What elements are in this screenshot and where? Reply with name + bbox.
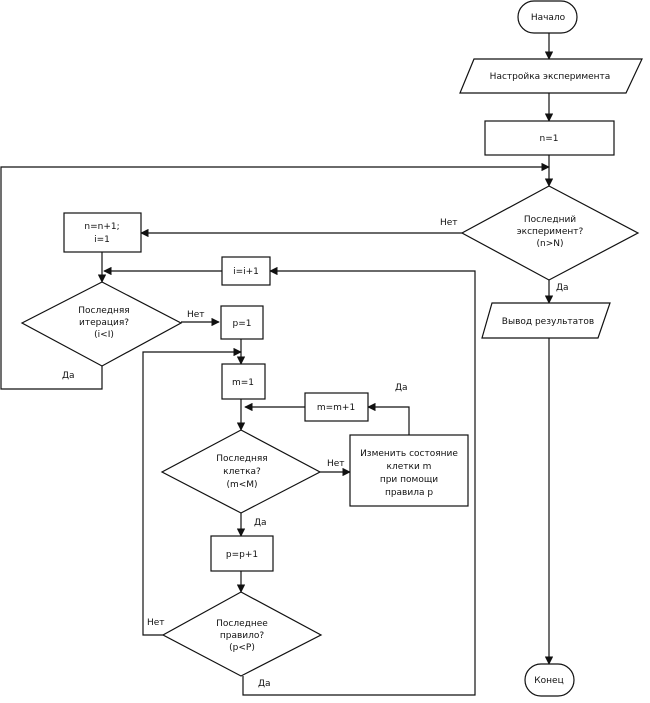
node-n-inc-line2: i=1 [94, 235, 110, 245]
node-n-init-label: n=1 [540, 134, 559, 144]
node-setup: Настройка эксперимента [459, 58, 643, 94]
label-iter-yes: Да [62, 371, 75, 381]
node-change-state-line2: клетки m [387, 462, 432, 472]
node-setup-label: Настройка эксперимента [490, 72, 611, 82]
label-exp-no: Нет [440, 218, 458, 228]
node-output-label: Вывод результатов [502, 317, 594, 327]
node-last-experiment-line2: эксперимент? [517, 227, 584, 237]
edge-labels: Нет Да Нет Да Нет Да Да Нет Да [62, 218, 569, 689]
edges [0, 33, 554, 696]
node-last-iteration: Последняя итерация? (i<I) [20, 281, 183, 367]
node-end: Конец [524, 663, 575, 697]
node-last-rule-line3: (p<P) [229, 643, 255, 653]
label-rule-yes: Да [258, 679, 271, 689]
label-cell-yes: Да [254, 518, 267, 528]
node-p-init-label: p=1 [233, 319, 252, 329]
node-n-init: n=1 [484, 120, 615, 156]
node-end-label: Конец [534, 676, 563, 686]
edge-change-minc [367, 402, 410, 435]
node-m-init: m=1 [221, 363, 266, 400]
node-last-iteration-line2: итерация? [79, 318, 129, 328]
label-rule-no: Нет [147, 618, 165, 628]
node-i-inc: i=i+1 [221, 256, 271, 286]
node-m-inc-label: m=m+1 [317, 403, 355, 413]
edge-rule-no-loop [142, 347, 242, 636]
node-p-inc-label: p=p+1 [226, 550, 258, 560]
edge-rule-yes-loop [242, 266, 476, 696]
label-change-yes: Да [395, 383, 408, 393]
node-n-inc-line1: n=n+1; [84, 222, 119, 232]
node-output: Вывод результатов [481, 302, 611, 339]
edge-iter-yes-loop [0, 162, 550, 390]
node-start-label: Начало [531, 13, 566, 23]
node-last-cell-line1: Последняя [216, 454, 267, 464]
node-start: Начало [517, 0, 578, 34]
node-last-iteration-line1: Последняя [78, 306, 129, 316]
node-m-init-label: m=1 [232, 378, 254, 388]
node-last-cell-line2: клетка? [223, 467, 261, 477]
node-n-inc: n=n+1; i=1 [63, 212, 142, 253]
node-last-experiment-line1: Последний [524, 215, 576, 225]
label-exp-yes: Да [556, 283, 569, 293]
node-change-state: Изменить состояние клетки m при помощи п… [349, 434, 469, 507]
node-i-inc-label: i=i+1 [233, 267, 259, 277]
node-last-cell: Последняя клетка? (m<M) [160, 429, 322, 514]
node-last-experiment-line3: (n>N) [537, 239, 564, 249]
node-change-state-line4: правила p [385, 488, 433, 498]
label-cell-no: Нет [327, 459, 345, 469]
node-last-experiment: Последний эксперимент? (n>N) [460, 185, 640, 281]
node-change-state-line1: Изменить состояние [360, 449, 458, 459]
node-last-rule-line1: Последнее [216, 619, 268, 629]
node-last-iteration-line3: (i<I) [94, 330, 114, 340]
label-iter-no: Нет [187, 310, 205, 320]
node-p-init: p=1 [220, 305, 264, 340]
node-last-rule-line2: правило? [220, 631, 265, 641]
node-p-inc: p=p+1 [210, 535, 274, 572]
node-last-cell-line3: (m<M) [226, 480, 257, 490]
node-m-inc: m=m+1 [304, 392, 369, 422]
node-last-rule: Последнее правило? (p<P) [161, 591, 323, 677]
node-change-state-line3: при помощи [380, 475, 438, 485]
